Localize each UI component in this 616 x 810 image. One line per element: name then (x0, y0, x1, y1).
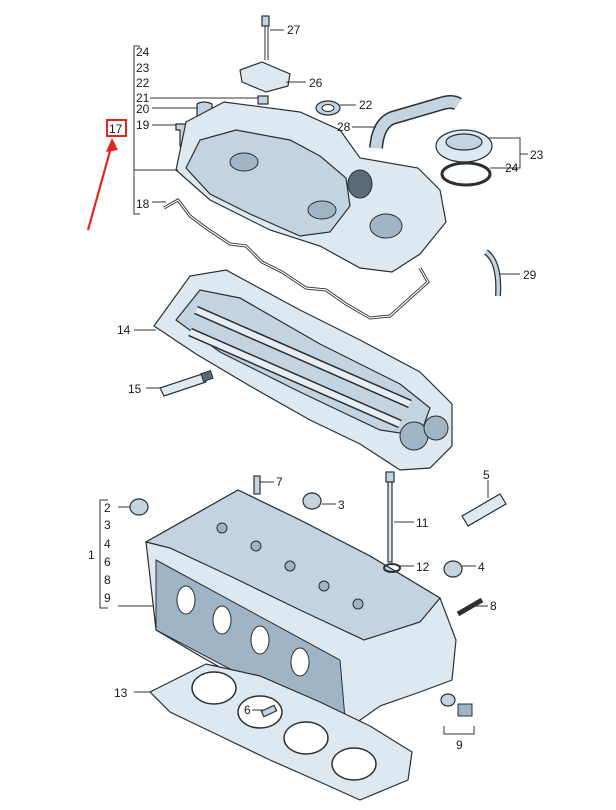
valve-bores (216, 522, 364, 610)
highlight-arrow-head (106, 138, 118, 152)
callout-group-8: 8 (104, 573, 111, 587)
sealant-tube-5 (461, 493, 507, 527)
callout-4: 4 (478, 560, 485, 574)
bore-5 (352, 598, 364, 610)
bracket-23-24-top (488, 137, 521, 154)
gasket-bore-4 (331, 747, 377, 781)
cylinder-head-assembly (129, 471, 507, 731)
callout-11: 11 (416, 516, 429, 530)
seal-29 (484, 250, 500, 297)
callout-22-right: 22 (359, 98, 373, 112)
nut-21 (257, 95, 269, 105)
plug-2 (129, 498, 149, 516)
bore-1 (216, 522, 228, 534)
callout-28: 28 (337, 120, 351, 134)
breather-hose-28 (370, 96, 462, 149)
gasket-bore-3 (283, 721, 329, 755)
sender-9 (457, 703, 473, 717)
port-2 (212, 605, 232, 635)
oil-filler-neck (369, 213, 403, 239)
bore-4 (318, 580, 330, 592)
bolt-11-shaft (387, 481, 393, 563)
camshaft-housing-assembly (153, 269, 453, 471)
bolt-11-head (385, 471, 395, 483)
port-3 (250, 625, 270, 655)
callout-21: 21 (136, 91, 150, 105)
gasket-bore-1 (191, 671, 237, 705)
bore-3 (284, 560, 296, 572)
camshafts (188, 305, 412, 429)
pin-7 (253, 475, 261, 495)
valve-cover-gasket-18-inner (163, 199, 429, 319)
callout-5: 5 (483, 468, 490, 482)
highlight-box (106, 119, 127, 137)
callout-group-9: 9 (104, 591, 111, 605)
callout-8: 8 (490, 599, 497, 613)
callout-18: 18 (136, 197, 150, 211)
plug-3 (302, 492, 322, 510)
valve-cover-assembly (163, 15, 502, 320)
washer-12 (383, 563, 401, 573)
camshaft-1 (194, 307, 412, 407)
callout-17: 17 (109, 122, 123, 136)
cover-port-2 (307, 200, 337, 220)
callout-14: 14 (117, 323, 131, 337)
head-gasket-13 (148, 663, 413, 801)
sealant-tube-15-cap (200, 370, 214, 382)
callout-24-right: 24 (505, 161, 519, 175)
oil-cap-23-top (445, 133, 483, 151)
callout-group-23: 23 (136, 61, 150, 75)
callout-20: 20 (136, 102, 150, 116)
camshaft-2 (188, 329, 402, 427)
bolt-27-head (261, 15, 270, 27)
callout-19: 19 (136, 118, 150, 132)
callout-12: 12 (416, 560, 430, 574)
callout-13: 13 (114, 686, 128, 700)
gasket-bore-2 (237, 695, 283, 729)
highlight-arrow-shaft (86, 143, 114, 231)
callout-group-3: 3 (104, 518, 111, 532)
callout-6: 6 (244, 703, 251, 717)
plug-4 (443, 560, 463, 578)
seal-ring-9 (440, 693, 456, 707)
callout-3: 3 (338, 498, 345, 512)
callout-26: 26 (309, 76, 323, 90)
bracket-9 (443, 726, 475, 735)
callout-group-22: 22 (136, 76, 150, 90)
leader-lines (99, 29, 528, 735)
intake-ports (176, 585, 310, 677)
callout-27: 27 (287, 23, 301, 37)
cap-seal-24 (440, 161, 492, 187)
highlight-annotation (86, 119, 127, 231)
port-4 (290, 647, 310, 677)
callout-23-right: 23 (530, 148, 544, 162)
callout-15: 15 (128, 382, 142, 396)
callout-9: 9 (456, 738, 463, 752)
callout-2: 2 (104, 501, 111, 515)
callout-1: 1 (88, 548, 95, 562)
group-bracket-1 (99, 499, 108, 609)
callout-labels: 27 26 22 28 23 24 29 24 23 22 21 20 17 1… (88, 23, 544, 752)
port-1 (176, 585, 196, 615)
stud-8 (456, 597, 484, 617)
sealant-tube-15 (159, 373, 207, 397)
callout-group-4: 4 (104, 537, 111, 551)
callout-group-24: 24 (136, 45, 150, 59)
callout-7: 7 (276, 475, 283, 489)
group-bracket-left (133, 45, 140, 215)
cover-port-1 (229, 152, 259, 172)
cam-gear-2 (423, 415, 449, 441)
callout-29: 29 (523, 268, 537, 282)
callout-group-6: 6 (104, 555, 111, 569)
bracket-26 (239, 61, 291, 93)
bore-2 (250, 540, 262, 552)
dowel-6 (260, 704, 278, 718)
seal-ring-22-hole (321, 104, 335, 112)
breather-valve (347, 169, 373, 199)
